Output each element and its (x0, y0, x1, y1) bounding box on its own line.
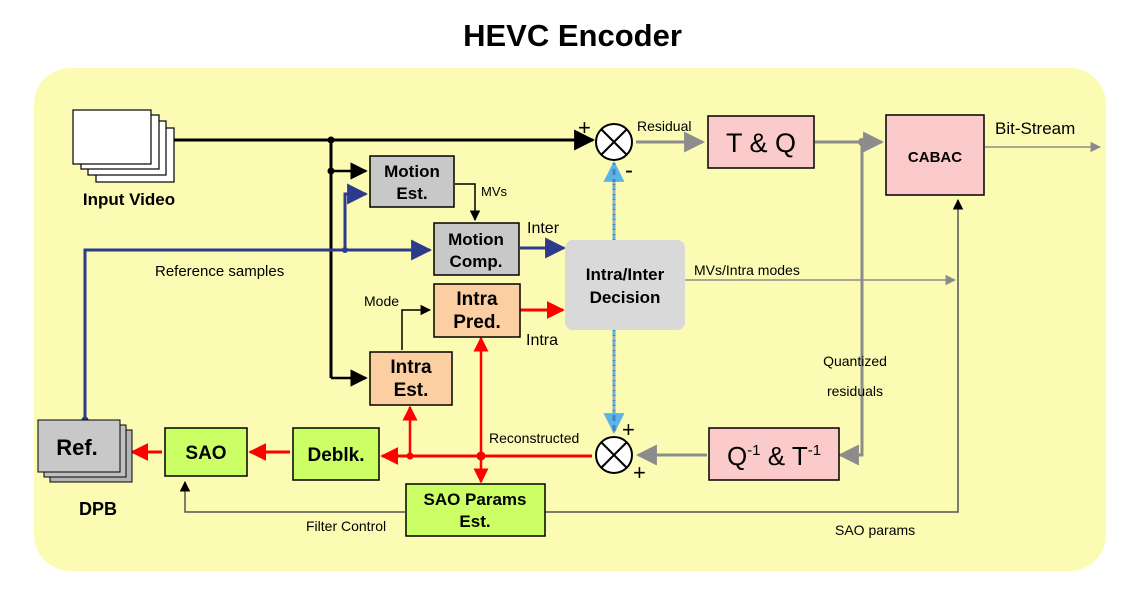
bitstream-label: Bit-Stream (995, 119, 1075, 138)
recon-plus-sign-top: + (622, 417, 635, 442)
decision-line1: Intra/Inter (586, 265, 665, 284)
reference-lines (81, 183, 567, 424)
filter-control-label: Filter Control (306, 518, 386, 534)
residual-plus-sign: + (578, 115, 591, 140)
reconstruction-summer (595, 436, 633, 474)
mvs-label: MVs (481, 184, 508, 199)
dpb-ref-stack: Ref. (37, 419, 133, 483)
residual-label: Residual (637, 118, 691, 134)
motion-comp-line2: Comp. (450, 252, 503, 271)
intra-pred-block: Intra Pred. (433, 283, 521, 338)
intra-pred-line2: Pred. (453, 312, 501, 333)
ref-label: Ref. (56, 435, 98, 460)
residual-minus-sign: - (625, 157, 633, 184)
inv-sup1: -1 (747, 442, 760, 459)
dpb-label: DPB (79, 499, 117, 519)
mvs-intra-modes-label: MVs/Intra modes (694, 262, 800, 278)
intra-est-block: Intra Est. (369, 351, 453, 406)
intra-pred-line1: Intra (456, 289, 498, 310)
residual-summer (595, 123, 633, 161)
reconstructed-label: Reconstructed (489, 430, 579, 446)
input-video-label: Input Video (83, 190, 175, 209)
sao-params-label: SAO params (835, 522, 915, 538)
motion-est-block: Motion Est. (369, 155, 455, 208)
coding-lines (179, 131, 1102, 513)
decision-line2: Decision (590, 288, 661, 307)
intra-est-line1: Intra (390, 357, 432, 378)
sao-params-est-block: SAO Params Est. (405, 483, 546, 537)
inv-q: Q (727, 441, 747, 471)
residuals-label: residuals (827, 383, 883, 399)
deblk-label: Deblk. (307, 445, 364, 466)
diagram-title: HEVC Encoder (463, 18, 682, 53)
motion-est-line2: Est. (396, 184, 427, 203)
sao-label: SAO (185, 443, 226, 464)
quantized-label: Quantized (823, 353, 887, 369)
deblocking-block: Deblk. (292, 427, 380, 481)
mode-label: Mode (364, 293, 399, 309)
input-video-icon (72, 109, 175, 183)
reference-samples-label: Reference samples (155, 263, 284, 280)
input-lines (174, 129, 596, 387)
inv-label: Q-1 & T-1 (727, 441, 821, 471)
cabac-label: CABAC (908, 149, 962, 166)
intra-est-line2: Est. (394, 380, 429, 401)
motion-comp-block: Motion Comp. (433, 222, 520, 276)
tq-block: T & Q (707, 115, 815, 169)
intra-inter-decision-block: Intra/Inter Decision (565, 240, 685, 330)
inv-sup2: -1 (808, 442, 821, 459)
inverse-quant-transform-block: Q-1 & T-1 (708, 427, 840, 481)
sao-params-line2: Est. (459, 512, 490, 531)
intra-label: Intra (526, 332, 558, 349)
tq-label: T & Q (726, 128, 796, 158)
sao-block: SAO (164, 427, 248, 477)
sao-params-line1: SAO Params (424, 490, 527, 509)
motion-est-line1: Motion (384, 162, 440, 181)
inv-amp: & T (761, 441, 808, 471)
recon-plus-sign-bottom: + (633, 460, 646, 485)
motion-comp-line1: Motion (448, 230, 504, 249)
cabac-block: CABAC (885, 114, 985, 196)
inter-label: Inter (527, 220, 560, 237)
reconstruction-lines (130, 301, 592, 484)
